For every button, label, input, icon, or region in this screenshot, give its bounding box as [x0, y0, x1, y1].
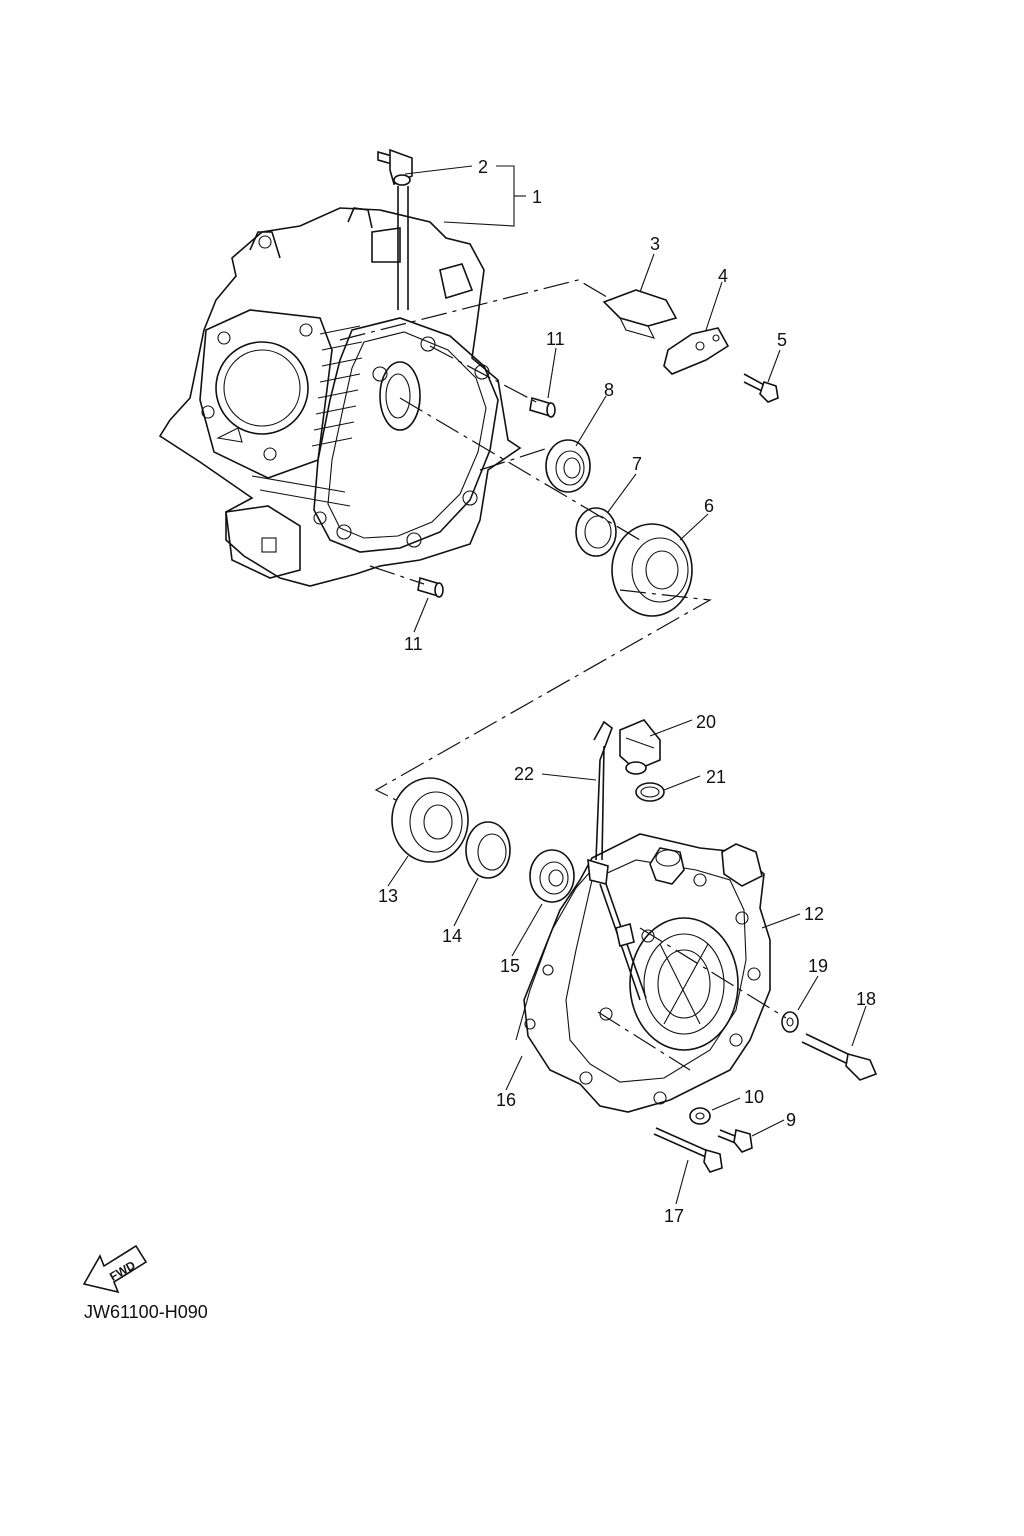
- o-ring-21: [635, 782, 665, 802]
- label-16: 16: [496, 1090, 516, 1110]
- washer-10: [689, 1107, 711, 1125]
- label-12: 12: [804, 904, 824, 924]
- bracket-4: [663, 327, 730, 375]
- bearing-8: [545, 439, 591, 493]
- label-6: 6: [704, 496, 714, 516]
- dipstick-22: [587, 720, 647, 1001]
- leader-lines: [387, 165, 867, 1205]
- crankcase-left: [158, 186, 522, 587]
- label-18: 18: [856, 989, 876, 1009]
- dowel-pin-11-lower: [417, 576, 444, 598]
- label-10: 10: [744, 1087, 764, 1107]
- oil-cap-20: [619, 719, 661, 775]
- bearing-6: [611, 523, 693, 617]
- plate-3: [602, 289, 678, 327]
- bearing-15: [529, 849, 575, 903]
- label-20: 20: [696, 712, 716, 732]
- oil-seal-7: [575, 507, 617, 557]
- label-13: 13: [378, 886, 398, 906]
- dowel-pin-11-upper: [529, 396, 556, 418]
- bolt-5: [743, 373, 779, 403]
- crankcase-right: [515, 833, 771, 1113]
- part-labels: 2 1 3 4 5 11 8 7 6 11 20 21 22 12 13 14 …: [378, 157, 876, 1226]
- label-15: 15: [500, 956, 520, 976]
- label-22: 22: [514, 764, 534, 784]
- label-11-upper: 11: [546, 329, 565, 349]
- washer-19: [781, 1011, 799, 1033]
- fitting-2: [377, 148, 413, 186]
- bolt-18: [801, 1033, 878, 1081]
- label-2: 2: [478, 157, 488, 177]
- label-19: 19: [808, 956, 828, 976]
- label-7: 7: [632, 454, 642, 474]
- label-3: 3: [650, 234, 660, 254]
- label-4: 4: [718, 266, 728, 286]
- label-21: 21: [706, 767, 726, 787]
- label-17: 17: [664, 1206, 684, 1226]
- bolt-9: [717, 1128, 753, 1153]
- fwd-arrow-icon: FWD: [82, 1244, 148, 1294]
- bearing-13: [391, 777, 469, 863]
- label-5: 5: [777, 330, 787, 350]
- bolt-17: [653, 1127, 723, 1173]
- label-9: 9: [786, 1110, 796, 1130]
- diagram-code: JW61100-H090: [84, 1302, 208, 1322]
- assembly-center-lines: [339, 279, 787, 1071]
- oil-seal-14: [465, 821, 511, 879]
- label-8: 8: [604, 380, 614, 400]
- label-14: 14: [442, 926, 462, 946]
- label-11-lower: 11: [404, 634, 423, 654]
- label-1: 1: [532, 187, 542, 207]
